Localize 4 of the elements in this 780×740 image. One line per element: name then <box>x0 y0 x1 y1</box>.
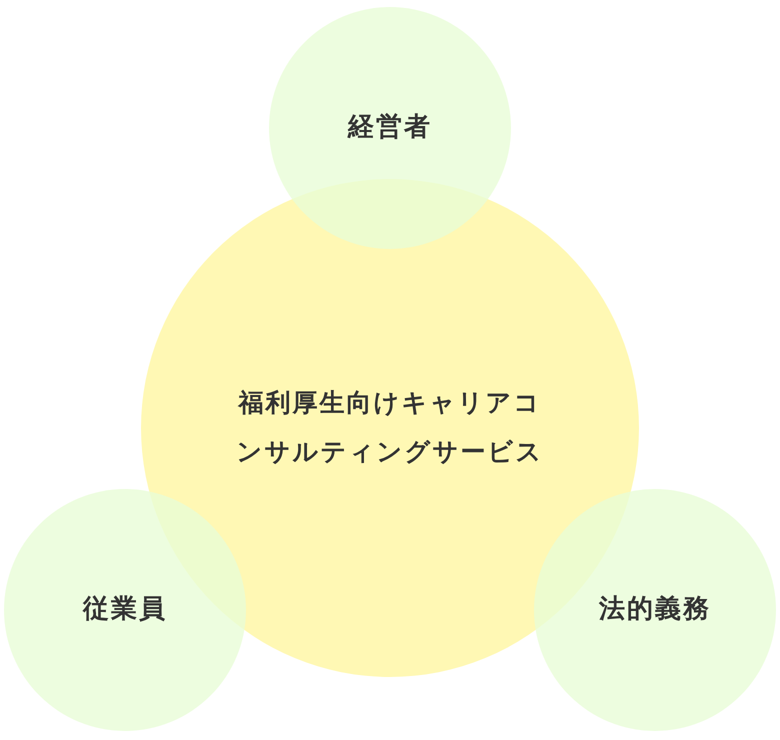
circle-label: 福利厚生向けキャリアコンサルティングサービス <box>236 387 544 468</box>
circle-label: 従業員 <box>83 593 167 626</box>
circle-label: 法的義務 <box>599 593 711 626</box>
circle-label: 経営者 <box>348 111 432 144</box>
